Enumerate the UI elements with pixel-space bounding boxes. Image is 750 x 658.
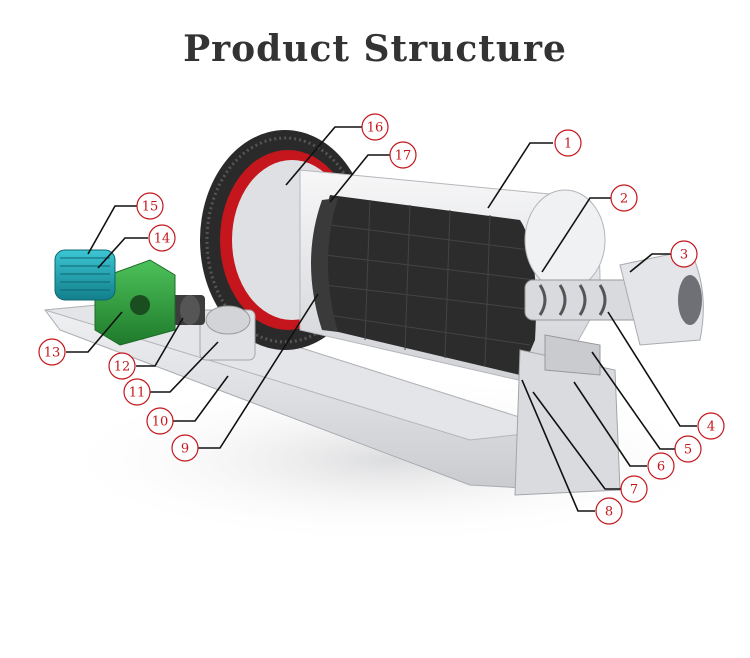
callout-12: 12 [108, 352, 136, 380]
callout-label: 7 [630, 483, 638, 498]
callout-6: 6 [647, 452, 675, 480]
page-title: Product Structure [183, 28, 567, 70]
callout-3: 3 [670, 240, 698, 268]
callout-10: 10 [146, 407, 174, 435]
callout-5: 5 [674, 435, 702, 463]
callout-label: 17 [395, 149, 412, 164]
callout-label: 8 [605, 505, 613, 520]
callout-15: 15 [136, 192, 164, 220]
leader-1 [487, 142, 553, 209]
leader-10 [173, 375, 229, 422]
leader-3 [629, 253, 671, 273]
callout-label: 2 [620, 192, 628, 207]
callout-14: 14 [148, 224, 176, 252]
callout-8: 8 [595, 497, 623, 525]
leader-15 [87, 205, 137, 255]
hollow-shaft [524, 279, 646, 321]
leader-4 [607, 311, 697, 427]
callout-1: 1 [554, 129, 582, 157]
leader-11 [150, 341, 219, 393]
leader-12 [136, 317, 184, 367]
callout-label: 14 [154, 232, 171, 247]
callout-label: 12 [114, 360, 131, 375]
leader-14 [97, 237, 148, 269]
leader-lines [66, 126, 697, 512]
leader-16 [285, 126, 362, 186]
callout-label: 4 [707, 420, 715, 435]
leader-9 [198, 293, 319, 449]
callout-label: 15 [142, 200, 159, 215]
callout-2: 2 [610, 184, 638, 212]
callout-7: 7 [620, 475, 648, 503]
leader-8 [521, 379, 595, 512]
callout-9: 9 [171, 434, 199, 462]
callout-label: 9 [181, 442, 189, 457]
discharge-end-cover [524, 189, 606, 291]
liner-grid [324, 199, 536, 367]
callout-label: 3 [680, 248, 688, 263]
leader-7 [532, 391, 621, 490]
leader-13 [66, 311, 123, 353]
electric-motor [54, 249, 116, 301]
callout-16: 16 [361, 113, 389, 141]
callout-label: 13 [44, 346, 61, 361]
leader-2 [541, 197, 611, 273]
callout-label: 1 [564, 137, 572, 152]
hopper-opening [678, 275, 702, 325]
leader-17 [329, 154, 390, 203]
callout-13: 13 [38, 338, 66, 366]
diaphragm-plate [311, 198, 338, 332]
callout-17: 17 [389, 141, 417, 169]
callout-label: 11 [129, 386, 146, 401]
liner-plates [320, 195, 536, 375]
callout-label: 5 [684, 443, 692, 458]
bearing-housing [544, 334, 601, 376]
callout-4: 4 [697, 412, 725, 440]
callout-label: 16 [367, 121, 384, 136]
leader-6 [573, 381, 647, 467]
callout-label: 6 [657, 460, 665, 475]
callout-11: 11 [123, 378, 151, 406]
callout-label: 10 [152, 415, 169, 430]
callouts: 1 2 3 4 5 6 7 8 9 10 11 12 13 14 15 16 1… [38, 113, 725, 525]
leader-5 [591, 351, 675, 450]
